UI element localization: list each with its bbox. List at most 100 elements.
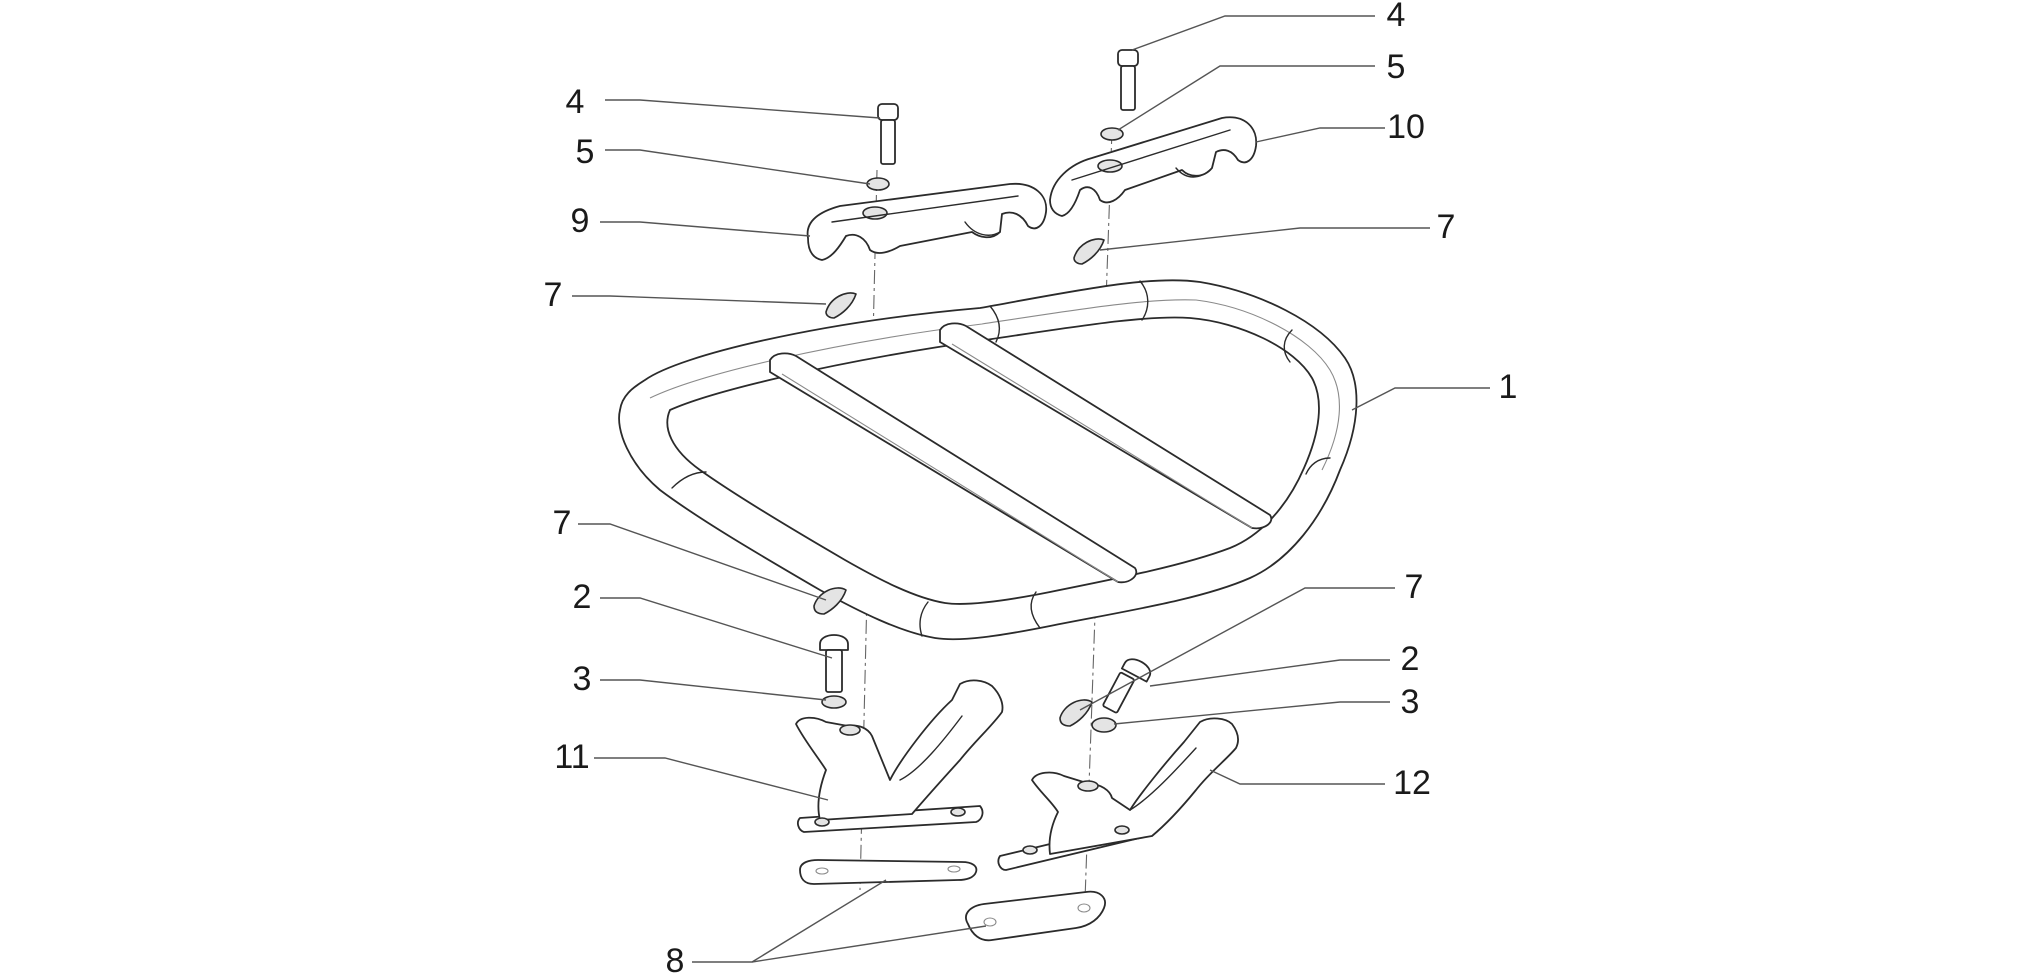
callout-8: 8 xyxy=(666,942,685,975)
callout-5-right: 5 xyxy=(1387,48,1406,86)
bolt-2-left-shank xyxy=(825,649,843,693)
rack-frame-bend-3 xyxy=(1283,329,1293,363)
spacer-7-bottom-left xyxy=(813,587,847,615)
bracket-11-bolt-hole xyxy=(839,724,861,736)
bracket-12-base-hole-2 xyxy=(1114,825,1130,835)
leader-10 xyxy=(1255,127,1385,143)
washer-5-right xyxy=(1100,127,1124,141)
callout-5-left: 5 xyxy=(576,133,595,171)
leader-lines xyxy=(572,15,1490,963)
bracket-12-body xyxy=(1031,717,1239,855)
callout-12: 12 xyxy=(1393,764,1431,802)
gasket-8-right-hole-1 xyxy=(983,917,997,927)
leader-5-right xyxy=(1117,65,1375,131)
rack-frame-bend-4 xyxy=(1305,457,1331,475)
rack-frame xyxy=(618,279,1358,641)
rack-frame-bend-1 xyxy=(989,305,1001,343)
bolt-2-right-shank xyxy=(1102,671,1135,714)
leader-4-right xyxy=(1131,15,1375,51)
bolt-4-left xyxy=(877,103,899,165)
clamp-10-ridge xyxy=(1071,129,1231,181)
gasket-8-left-body xyxy=(799,859,978,885)
bolt-2-left-head xyxy=(819,634,849,651)
bracket-11-base-hole-2 xyxy=(950,807,966,817)
spacer-7-top-left xyxy=(825,292,857,319)
leader-1 xyxy=(1351,387,1490,411)
rack-frame-bend-6 xyxy=(919,601,929,637)
leader-12 xyxy=(1209,769,1385,785)
rack-slat-right-edge xyxy=(951,343,1253,529)
callout-10: 10 xyxy=(1387,108,1425,146)
callout-7-top-left: 7 xyxy=(544,276,563,314)
clamp-9-ridge-2 xyxy=(964,221,1001,236)
bolt-4-right-shank xyxy=(1120,65,1136,111)
gasket-8-right-body xyxy=(965,890,1106,942)
callout-2-left: 2 xyxy=(573,578,592,616)
leader-7-bottom-right xyxy=(1079,587,1395,711)
bolt-4-right xyxy=(1117,49,1139,111)
callouts: 4 5 9 7 4 5 10 7 1 7 2 3 11 7 2 3 12 8 xyxy=(544,0,1518,975)
gasket-8-left xyxy=(799,859,978,885)
leader-11 xyxy=(594,757,829,801)
clamp-9-body xyxy=(806,183,1047,261)
leader-7-top-right xyxy=(1099,227,1430,251)
rack-frame-bend-2 xyxy=(1139,280,1149,321)
gasket-8-left-hole-1 xyxy=(815,867,829,875)
bracket-12-arm-edge xyxy=(1129,747,1197,811)
spacer-7-bottom-right xyxy=(1059,699,1093,727)
leader-3-left xyxy=(600,679,827,701)
clamp-10-ridge-2 xyxy=(1175,167,1213,178)
washer-5-left xyxy=(866,177,890,191)
clamp-10 xyxy=(1049,116,1257,217)
bolt-4-left-head xyxy=(877,103,899,121)
bracket-11-body xyxy=(795,679,1004,821)
bracket-12 xyxy=(997,717,1239,871)
gasket-8-left-hole-2 xyxy=(947,865,961,873)
bracket-12-base-hole-1 xyxy=(1022,845,1038,855)
clamp-10-bolt-hole xyxy=(1097,159,1123,173)
bracket-11-base xyxy=(797,805,984,833)
leader-2-right xyxy=(1149,659,1390,687)
leader-2-left xyxy=(600,597,833,659)
bolt-2-left xyxy=(819,634,849,693)
bolt-4-right-head xyxy=(1117,49,1139,67)
leader-3-right xyxy=(1113,701,1390,725)
leader-7-top-left xyxy=(572,295,827,305)
spacer-7-top-right xyxy=(1073,238,1105,265)
clamp-9 xyxy=(806,183,1047,261)
callout-11: 11 xyxy=(554,738,589,776)
rack-slat-left-edge xyxy=(781,373,1119,583)
leader-8-a xyxy=(692,879,887,963)
clamp-9-bolt-hole xyxy=(862,206,888,220)
bolt-4-left-shank xyxy=(880,119,896,165)
leader-7-bottom-left xyxy=(578,523,827,601)
bracket-11-arm-edge xyxy=(899,715,963,781)
callout-7-top-right: 7 xyxy=(1437,208,1456,246)
callout-2-right: 2 xyxy=(1401,640,1420,678)
gasket-8-right xyxy=(965,890,1106,942)
clamp-9-ridge xyxy=(831,195,1019,223)
leader-4-left xyxy=(605,99,881,119)
callout-4-left: 4 xyxy=(566,83,585,121)
rack-frame-bend-5 xyxy=(1030,591,1041,629)
leader-8-b xyxy=(751,925,987,963)
washer-3-left xyxy=(821,695,847,709)
washer-3-right xyxy=(1091,717,1117,733)
rack-frame-bend-7 xyxy=(671,471,707,489)
callout-1: 1 xyxy=(1499,368,1518,406)
callout-4-right: 4 xyxy=(1387,0,1406,34)
gasket-8-right-hole-2 xyxy=(1077,903,1091,913)
callout-9: 9 xyxy=(571,202,590,240)
callout-3-left: 3 xyxy=(573,660,592,698)
bracket-12-bolt-hole xyxy=(1077,780,1099,792)
callout-7-bottom-right: 7 xyxy=(1405,568,1424,606)
callout-7-bottom-left: 7 xyxy=(553,504,572,542)
bracket-11 xyxy=(795,679,1004,833)
leader-9 xyxy=(600,221,811,237)
callout-3-right: 3 xyxy=(1401,683,1420,721)
rack-slat-right xyxy=(939,322,1273,530)
leader-5-left xyxy=(605,149,871,185)
bracket-11-base-hole-1 xyxy=(814,817,830,827)
rack-slat-left xyxy=(769,352,1138,584)
